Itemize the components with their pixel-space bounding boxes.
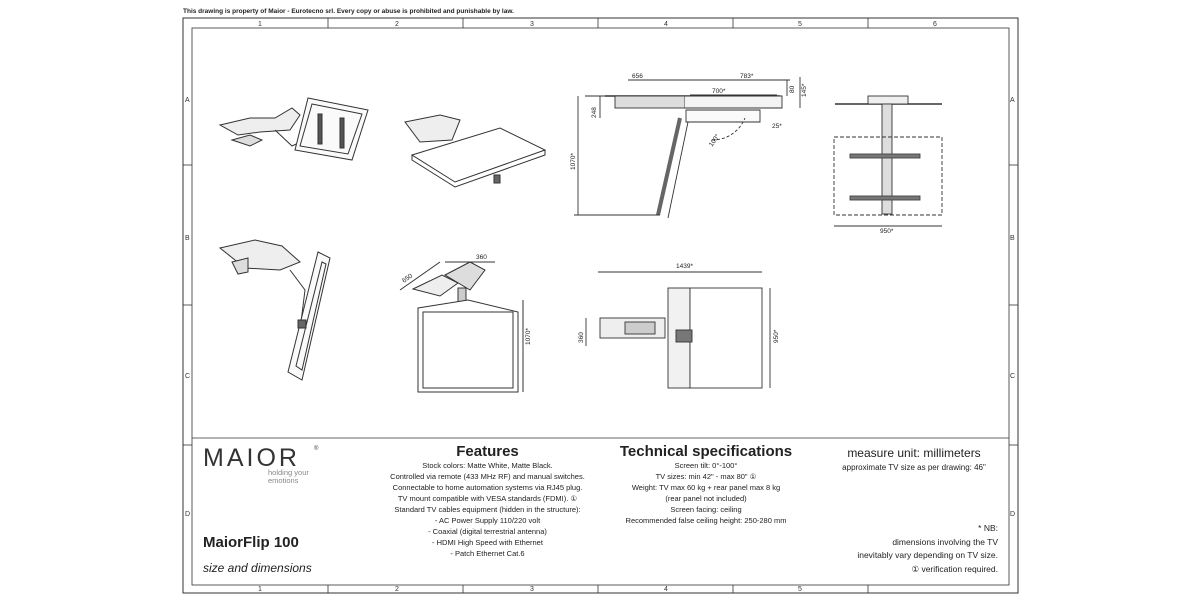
grid-row-d: D: [185, 511, 190, 518]
grid-col-1-bottom: 1: [258, 586, 262, 593]
grid-row-a-right: A: [1010, 97, 1015, 104]
side-view: [574, 77, 801, 219]
product-subtitle: size and dimensions: [203, 561, 312, 575]
nb-section: * NB: dimensions involving the TV inevit…: [820, 522, 998, 576]
dim-side-angle: 100°: [707, 132, 721, 148]
specs-line: (rear panel not included): [665, 494, 747, 503]
grid-col-4-bottom: 4: [664, 586, 668, 593]
ownership-notice: This drawing is property of Maior - Euro…: [183, 8, 514, 15]
front-view: [833, 95, 943, 227]
features-section: Features Stock colors: Matte White, Matt…: [340, 443, 635, 559]
features-line: Connectable to home automation systems v…: [392, 483, 583, 492]
grid-row-b: B: [185, 235, 190, 242]
dim-iso-650: 650: [401, 272, 414, 284]
grid-col-1: 1: [258, 21, 262, 28]
dim-side-145: 145*: [801, 83, 808, 97]
grid-row-d-right: D: [1010, 511, 1015, 518]
specs-line: Screen facing: ceiling: [670, 505, 742, 514]
dim-plan-360: 360: [578, 332, 585, 343]
specs-line: TV sizes: min 42" - max 80" ①: [655, 472, 757, 481]
specs-line: Screen tilt: 0°-100°: [674, 461, 738, 470]
brand-registered-mark: ®: [314, 446, 319, 452]
specs-title: Technical specifications: [619, 443, 793, 460]
iso-view-dimensioned: [399, 261, 524, 393]
grid-row-c: C: [185, 373, 190, 380]
plan-view: [585, 271, 771, 389]
iso-view-tv-hanging: [218, 239, 331, 381]
features-line: Stock colors: Matte White, Matte Black.: [422, 461, 553, 470]
specs-line: Recommended false ceiling height: 250-28…: [625, 516, 787, 525]
features-line: Standard TV cables equipment (hidden in …: [394, 505, 581, 514]
iso-view-tv-open: [218, 97, 369, 161]
specs-section: Technical specifications Screen tilt: 0°…: [606, 443, 806, 526]
grid-col-3: 3: [530, 21, 534, 28]
grid-row-b-right: B: [1010, 235, 1015, 242]
grid-col-4: 4: [664, 21, 668, 28]
nb-line: ① verification required.: [911, 563, 998, 574]
product-name: MaiorFlip 100: [203, 534, 299, 551]
dim-side-783: 783*: [740, 73, 754, 80]
features-line: Controlled via remote (433 MHz RF) and m…: [390, 472, 585, 481]
dim-front-950: 950*: [880, 228, 894, 235]
grid-col-2-bottom: 2: [395, 586, 399, 593]
dim-side-700: 700*: [712, 88, 726, 95]
dim-side-1070: 1070*: [570, 153, 577, 170]
grid-col-2: 2: [395, 21, 399, 28]
features-title: Features: [456, 443, 519, 460]
grid-row-c-right: C: [1010, 373, 1015, 380]
dim-iso-1070: 1070*: [525, 328, 532, 345]
dim-side-80: 80: [789, 85, 796, 93]
grid-col-5: 5: [798, 21, 802, 28]
dim-iso-360: 360: [476, 254, 487, 261]
nb-title: * NB:: [978, 523, 998, 533]
nb-line: dimensions involving the TV: [892, 536, 998, 547]
features-line: - Coaxial (digital terrestrial antenna): [428, 527, 547, 536]
features-line: - HDMI High Speed with Ethernet: [432, 538, 543, 547]
dim-side-25: 25*: [772, 123, 782, 130]
measure-tv-size: approximate TV size as per drawing: 46": [842, 463, 986, 472]
dim-side-248: 248: [591, 107, 598, 118]
grid-row-a: A: [185, 97, 190, 104]
iso-view-closed: [404, 114, 547, 188]
brand-tagline: holding your emotions: [268, 468, 309, 485]
grid-col-3-bottom: 3: [530, 586, 534, 593]
dim-plan-1439: 1439*: [676, 263, 693, 270]
dim-plan-950: 950*: [773, 329, 780, 343]
grid-col-5-bottom: 5: [798, 586, 802, 593]
brand-logo: MAIOR: [203, 444, 300, 472]
measure-unit: measure unit: millimeters: [847, 446, 981, 460]
nb-line: inevitably vary depending on TV size.: [857, 550, 998, 560]
dim-side-656: 656: [632, 73, 643, 80]
measure-section: measure unit: millimeters approximate TV…: [820, 446, 1008, 475]
grid-col-6: 6: [933, 21, 937, 28]
specs-line: Weight: TV max 60 kg + rear panel max 8 …: [631, 483, 781, 492]
features-line: - Patch Ethernet Cat.6: [450, 549, 525, 558]
features-line: - AC Power Supply 110/220 volt: [434, 516, 541, 525]
features-line: TV mount compatible with VESA standards …: [397, 494, 578, 503]
